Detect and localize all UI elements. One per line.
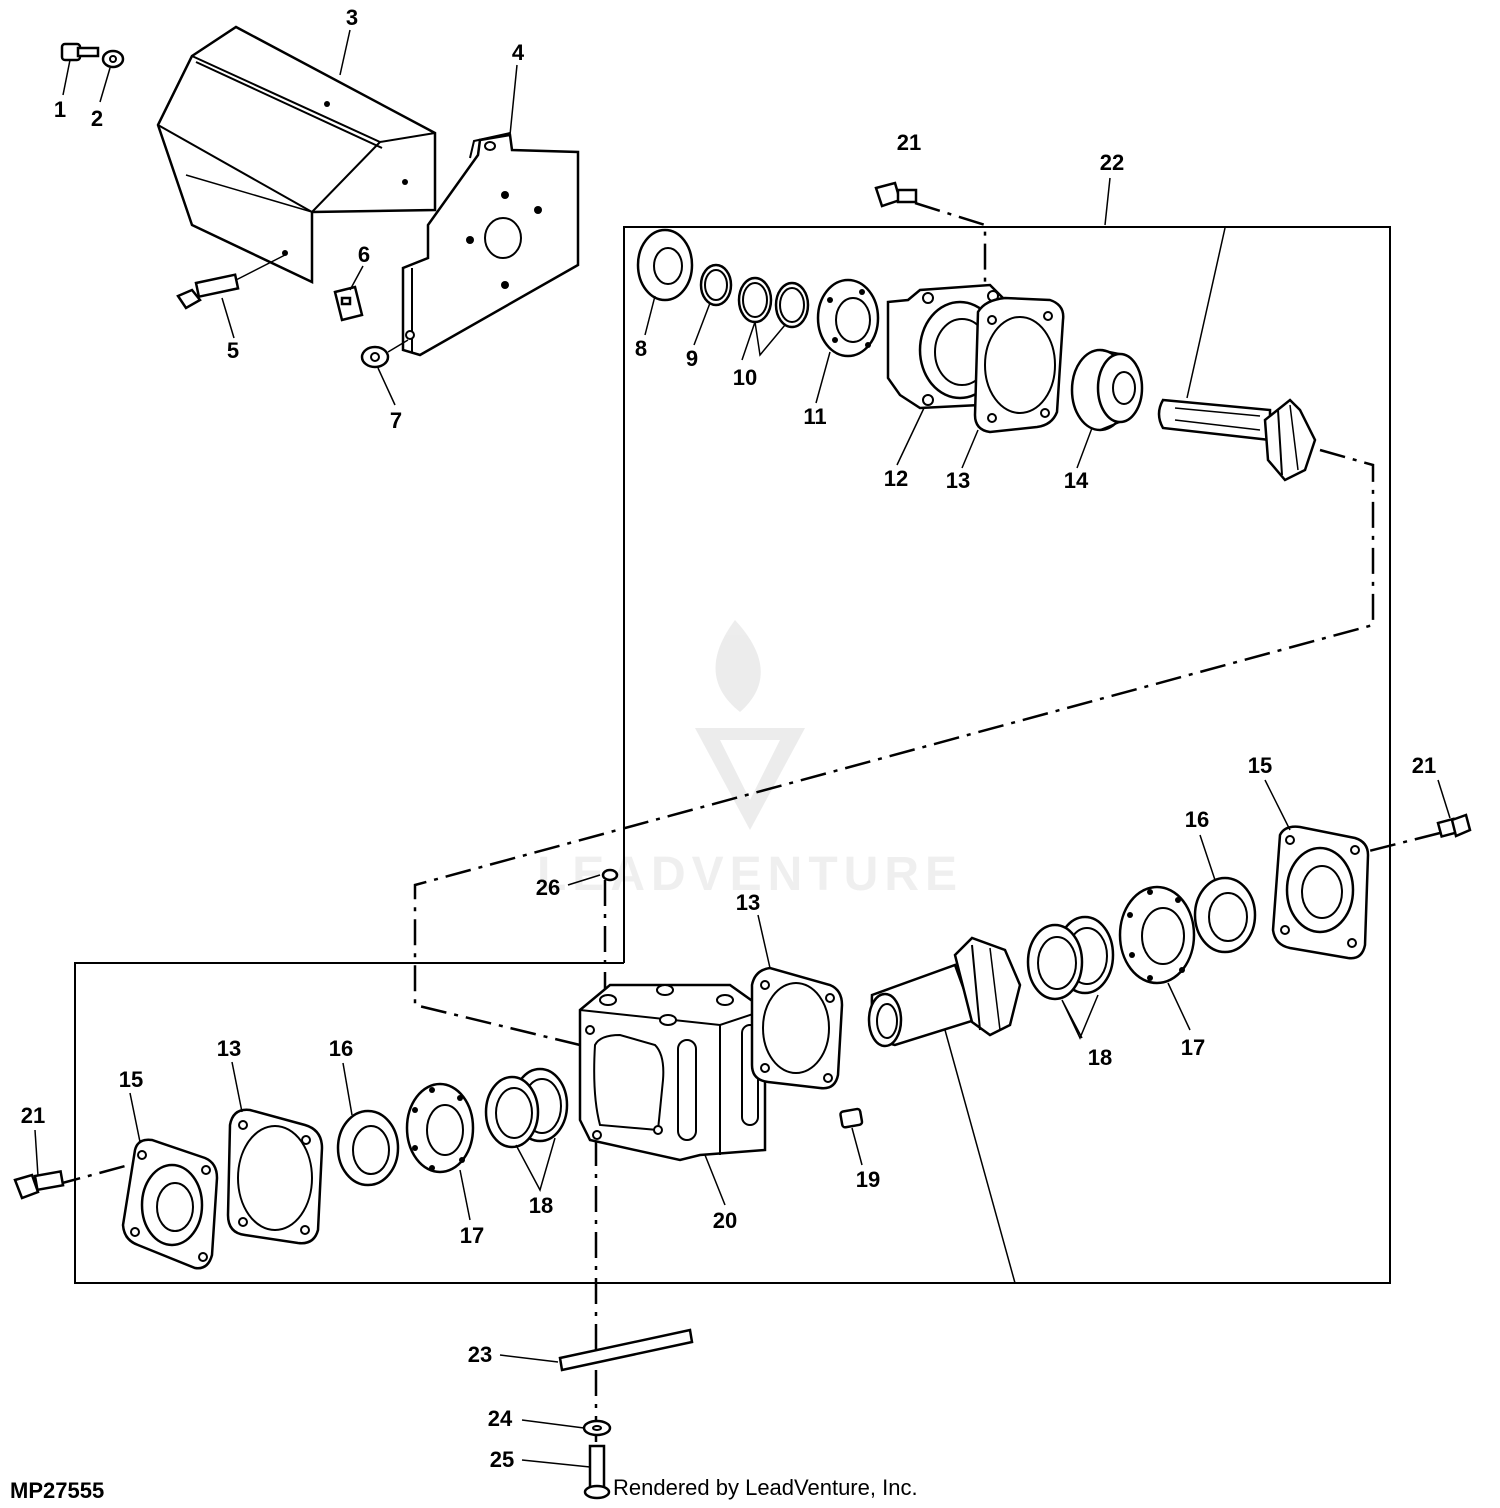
callout-17-left: 17 <box>460 1223 484 1248</box>
callout-1: 1 <box>54 97 66 122</box>
part-bearing-cone-14 <box>1070 348 1144 432</box>
callout-5: 5 <box>227 338 239 363</box>
diagram-code: MP27555 <box>10 1478 104 1503</box>
callout-19: 19 <box>856 1167 880 1192</box>
part-shield-3 <box>156 25 437 284</box>
watermark: LEADVENTURE <box>537 620 957 901</box>
part-cover-15-right <box>1271 825 1370 960</box>
callout-11: 11 <box>803 404 826 429</box>
callout-16-right: 16 <box>1185 807 1209 832</box>
callout-24: 24 <box>488 1406 513 1431</box>
callout-8: 8 <box>635 336 647 361</box>
leader-lines <box>34 29 1451 1468</box>
callout-14: 14 <box>1064 468 1089 493</box>
part-bolt-5 <box>176 254 286 310</box>
guide-lines <box>54 201 1441 1480</box>
part-capscrew-1 <box>60 42 100 62</box>
callout-4: 4 <box>512 40 525 65</box>
callout-13-top: 13 <box>946 468 970 493</box>
part-seal-16-right <box>1193 876 1257 954</box>
part-gear-shaft <box>867 936 1022 1048</box>
callout-18-left: 18 <box>529 1193 553 1218</box>
callout-18-right: 18 <box>1088 1045 1112 1070</box>
part-shims-18-right <box>1026 915 1115 1001</box>
part-seal-8 <box>636 228 694 302</box>
assembly-frames <box>74 226 1391 1284</box>
part-pin-25 <box>583 1444 611 1500</box>
part-cover-15-left <box>121 1138 219 1270</box>
part-capscrew-21-right <box>1436 813 1472 839</box>
callout-20: 20 <box>713 1208 737 1233</box>
part-shim-10 <box>737 276 810 329</box>
callout-15-left: 15 <box>119 1067 143 1092</box>
part-key-23 <box>558 1328 694 1372</box>
callout-12: 12 <box>884 466 908 491</box>
part-pinion-shaft <box>1157 398 1317 482</box>
part-nut-2 <box>101 49 125 69</box>
render-credit: Rendered by LeadVenture, Inc. <box>613 1475 918 1500</box>
part-seal-16-left <box>336 1109 400 1187</box>
callout-25: 25 <box>490 1447 514 1472</box>
part-gearbox-housing-20 <box>578 983 767 1162</box>
callout-3: 3 <box>346 5 358 30</box>
callout-10: 10 <box>733 365 757 390</box>
callout-16-left: 16 <box>329 1036 353 1061</box>
part-gasket-13-top <box>973 296 1065 434</box>
part-capscrew-21-top <box>874 181 918 208</box>
part-washer-24 <box>582 1419 612 1437</box>
part-mounting-plate-4 <box>401 132 580 357</box>
callout-23: 23 <box>468 1342 492 1367</box>
part-bearing-11 <box>816 278 880 358</box>
part-snap-ring-9 <box>699 263 733 307</box>
callout-2: 2 <box>91 106 103 131</box>
part-plug-19 <box>839 1107 864 1129</box>
part-clip-6 <box>333 285 364 322</box>
callout-17-right: 17 <box>1181 1035 1205 1060</box>
callout-15-right: 15 <box>1248 753 1272 778</box>
part-bearing-17-right <box>1118 885 1196 985</box>
part-gasket-13-left <box>226 1108 324 1245</box>
callouts: 1 2 3 4 5 6 7 8 9 10 11 12 13 14 21 22 1… <box>21 5 1436 1472</box>
callout-13-left: 13 <box>217 1036 241 1061</box>
part-capscrew-21-left <box>13 1170 65 1200</box>
callout-9: 9 <box>686 346 698 371</box>
part-shims-18-left <box>484 1067 569 1149</box>
part-gasket-13-center <box>750 966 844 1090</box>
part-washer-7 <box>360 339 409 369</box>
callout-6: 6 <box>358 242 370 267</box>
callout-13-center: 13 <box>736 890 760 915</box>
callout-21-top: 21 <box>897 130 921 155</box>
callout-7: 7 <box>390 408 402 433</box>
callout-21-left: 21 <box>21 1103 45 1128</box>
part-bearing-17-left <box>405 1082 475 1174</box>
callout-22: 22 <box>1100 150 1124 175</box>
callout-26: 26 <box>536 875 560 900</box>
part-plug-26 <box>601 868 619 882</box>
callout-21-right: 21 <box>1412 753 1436 778</box>
